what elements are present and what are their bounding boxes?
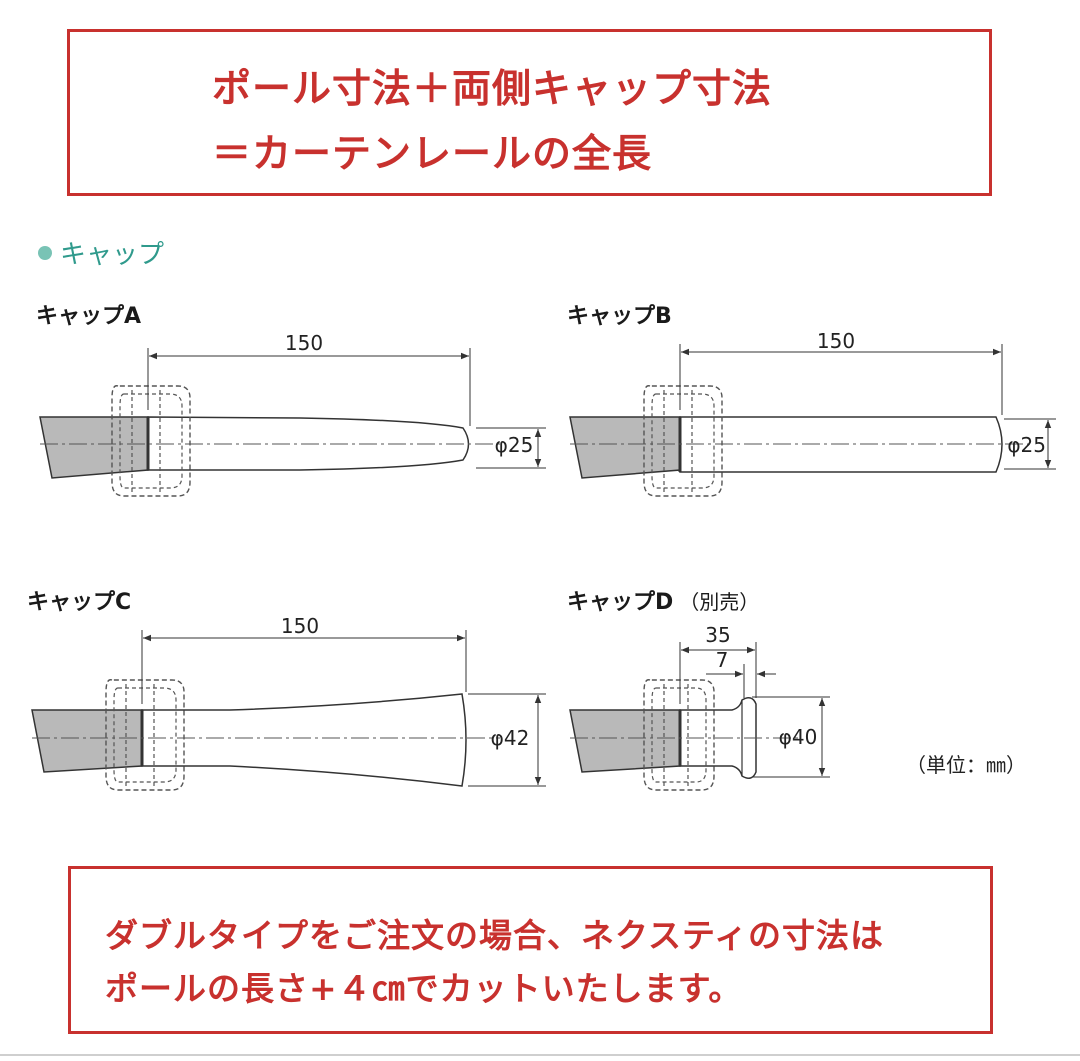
cap-c-diameter: φ42	[491, 726, 530, 750]
top-notice-box: ポール寸法＋両側キャップ寸法 ＝カーテンレールの全長	[67, 29, 992, 196]
cap-c-label: キャップC	[27, 590, 132, 615]
cap-a-drawing: 150 φ25	[39, 331, 546, 497]
bottom-notice-line1: ダブルタイプをご注文の場合、ネクスティの寸法は	[105, 916, 885, 955]
cap-a-label: キャップA	[36, 304, 142, 329]
top-notice-line1: ポール寸法＋両側キャップ寸法	[212, 67, 773, 112]
cap-a-bracket	[111, 385, 191, 497]
cap-c-length: 150	[281, 614, 319, 638]
cap-d-bracket	[643, 679, 715, 791]
unit-note: （単位：㎜）	[906, 753, 1026, 777]
cap-d-length: 35	[705, 623, 730, 647]
cap-c-body	[141, 693, 467, 787]
cap-d-note: （別売）	[679, 590, 760, 614]
section-heading: キャップ	[38, 234, 164, 271]
cap-b-label: キャップB	[567, 304, 672, 329]
bullet-dot-icon	[38, 245, 52, 260]
cap-b-bracket	[643, 385, 723, 497]
bottom-notice-box: ダブルタイプをご注文の場合、ネクスティの寸法は ポールの長さ+４㎝でカットいたし…	[68, 866, 993, 1034]
cap-a-diameter: φ25	[495, 433, 534, 457]
cap-a-length: 150	[285, 331, 323, 355]
cap-b-drawing: 150 φ25	[569, 329, 1056, 497]
cap-d-label: キャップD（別売）	[567, 584, 759, 616]
cap-d-label-text: キャップD	[567, 590, 674, 615]
cap-d-drawing: 35 7 φ40	[569, 623, 830, 791]
cap-b-length: 150	[817, 329, 855, 353]
cap-c-bracket	[105, 679, 185, 791]
bottom-notice-line2: ポールの長さ+４㎝でカットいたします。	[105, 969, 743, 1008]
cap-d-diameter: φ40	[779, 725, 818, 749]
top-notice-line2: ＝カーテンレールの全長	[212, 132, 653, 177]
cap-c-drawing: 150 φ42	[31, 614, 546, 791]
cap-d-sub-length: 7	[716, 648, 729, 672]
cap-b-diameter: φ25	[1007, 433, 1046, 457]
section-heading-text: キャップ	[60, 240, 165, 270]
bottom-divider	[0, 1054, 1080, 1056]
